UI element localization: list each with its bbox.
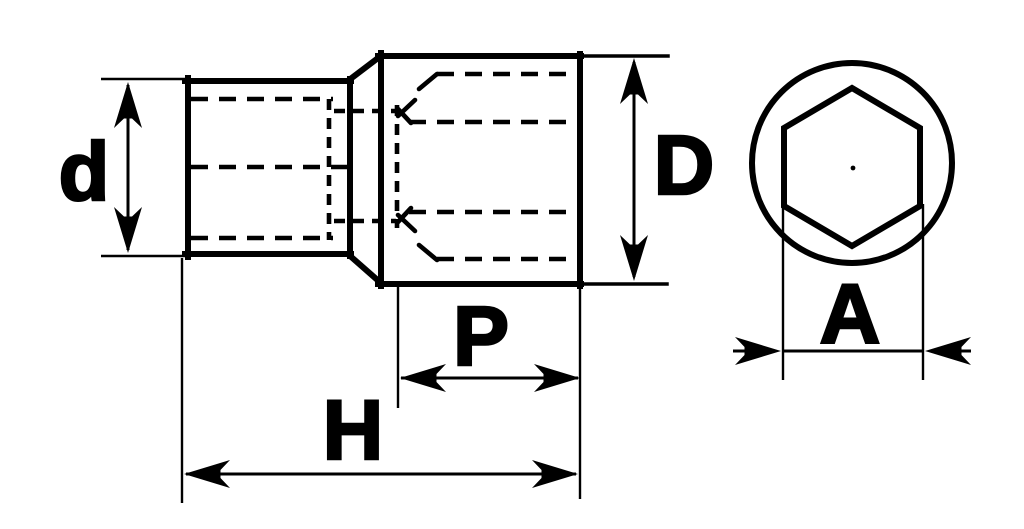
dim-H-label: H [323,383,384,477]
square-drive-hole-hidden-lines [191,96,396,241]
end-view: A [733,60,971,380]
socket-outer-circle [749,60,955,266]
taper-bottom-edge [344,250,387,289]
dim-A-label: A [820,267,881,361]
recess-chamfer-top [416,71,440,92]
hex-recess-hidden-lines [394,71,579,263]
dimension-H: H [180,258,582,503]
recess-cone-mark-top [395,97,418,126]
dim-d-label: d [59,125,110,218]
hex-recess-polygon [781,84,923,250]
recess-chamfer-bottom [416,242,440,263]
side-view: d D P [57,50,716,503]
dim-P-label: P [453,289,509,383]
center-mark-dot [850,165,856,171]
dim-D-label: D [654,118,715,212]
dimension-A: A [733,204,971,380]
taper-top-edge [344,50,387,85]
dimension-d: d [57,77,186,258]
dimension-P: P [396,287,580,408]
dimension-D: D [620,58,716,281]
recess-cone-mark-bottom [395,205,418,234]
side-view-outline [182,50,670,289]
